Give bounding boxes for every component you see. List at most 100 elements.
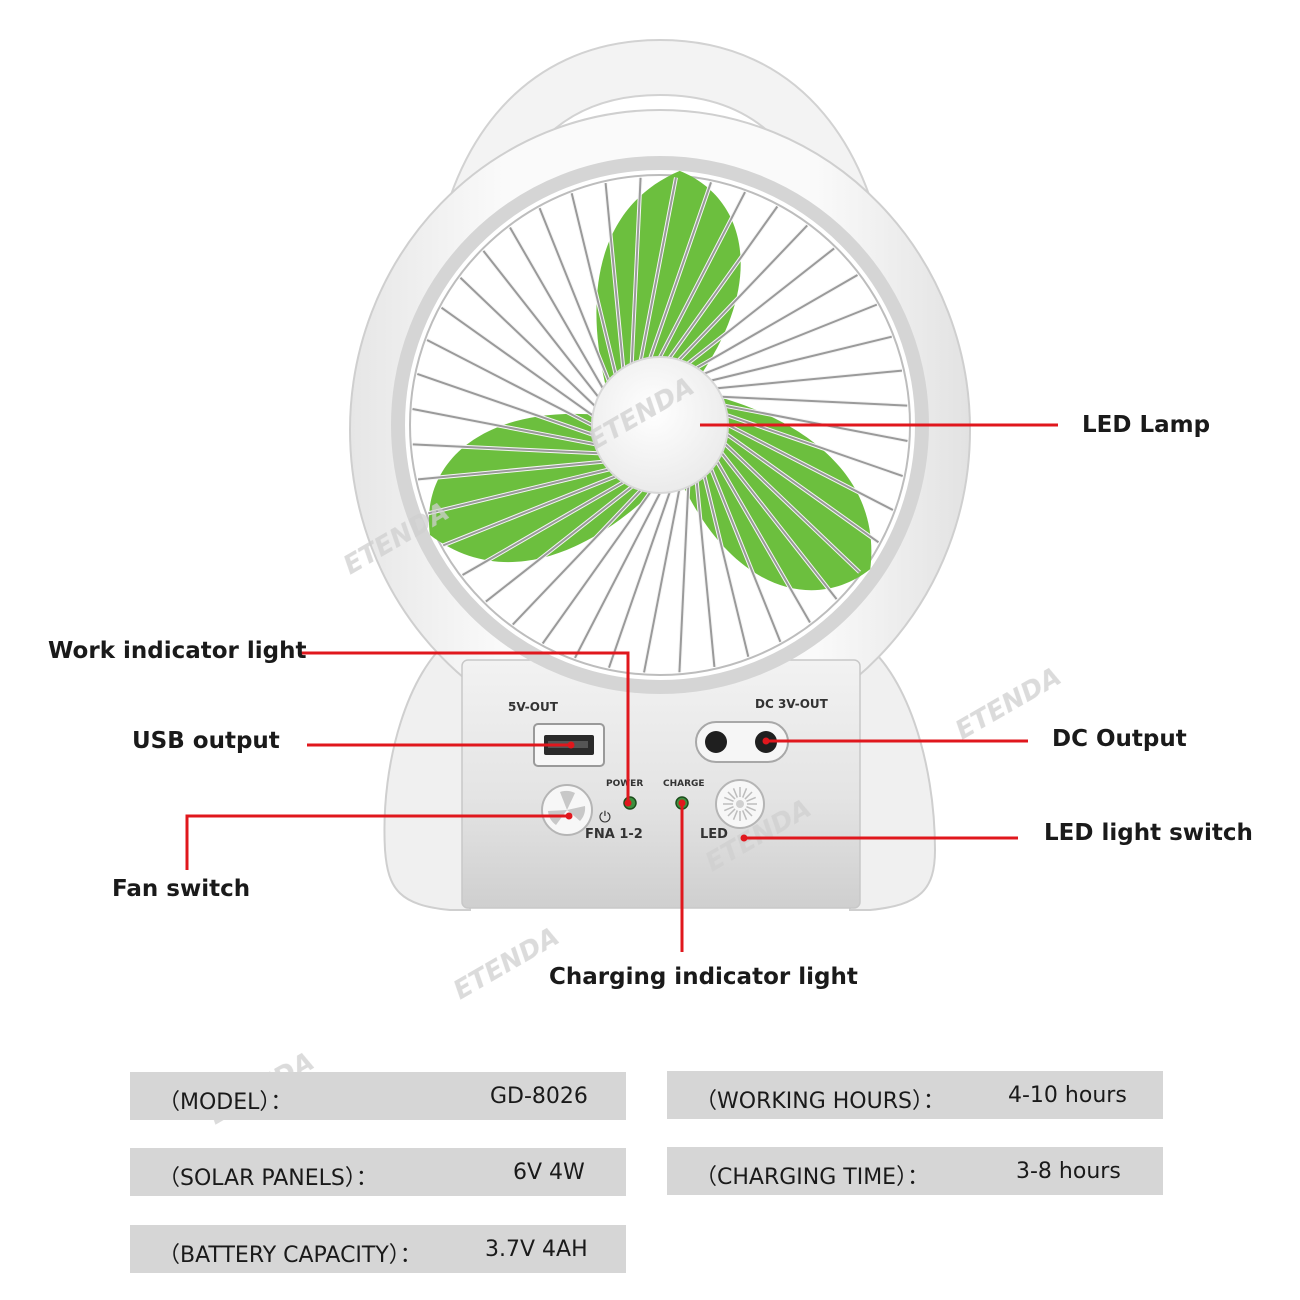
led-switch-ray	[746, 805, 756, 812]
spec-battery-capacity: （BATTERY CAPACITY）： 3.7V 4AH	[130, 1225, 626, 1273]
charge-label: CHARGE	[663, 779, 705, 789]
spec-model: （MODEL）： GD-8026	[130, 1072, 626, 1120]
spec-solar-panels: （SOLAR PANELS）： 6V 4W	[130, 1148, 626, 1196]
grille-spoke	[711, 335, 892, 382]
grille-spoke	[509, 227, 604, 389]
grille-spoke	[570, 193, 617, 374]
led-switch-label: LED	[700, 827, 728, 842]
led-switch-ray	[727, 791, 736, 800]
spec-battery-capacity-value: 3.7V 4AH	[485, 1237, 588, 1262]
led-switch-ray	[741, 788, 748, 798]
grille-spoke	[704, 303, 878, 375]
fan-grille	[412, 177, 908, 673]
callout-dc-output: DC Output	[1052, 726, 1187, 752]
spec-battery-capacity-key: （BATTERY CAPACITY）：	[158, 1243, 422, 1268]
spec-working-hours-value: 4-10 hours	[1008, 1083, 1127, 1108]
grille-spoke	[538, 207, 610, 381]
leader-dot-usb	[567, 741, 575, 749]
dc-port-label: DC 3V-OUT	[755, 697, 829, 711]
grille-spoke	[604, 182, 625, 368]
spec-model-key: （MODEL）：	[158, 1090, 293, 1115]
leader-dot-dc	[762, 737, 770, 745]
grille-spoke	[710, 469, 782, 643]
led-switch-ray	[744, 808, 753, 817]
grille-spoke	[725, 404, 908, 442]
grille-spoke	[659, 191, 746, 358]
fan-switch-label: FNA 1-2	[585, 827, 643, 842]
led-switch-knob[interactable]	[715, 779, 765, 829]
callout-led-lamp: LED Lamp	[1082, 412, 1211, 438]
led-switch-ray	[732, 788, 739, 798]
grille-spoke	[695, 482, 716, 668]
grille-spoke	[462, 481, 624, 576]
grille-spoke	[716, 461, 811, 623]
grille-spoke	[412, 443, 599, 455]
grille-spoke	[687, 247, 835, 364]
callout-work-indicator-light: Work indicator light	[48, 638, 307, 664]
leader-dot-work	[624, 799, 632, 807]
grille-spoke	[512, 489, 642, 626]
watermark-3: ETENDA	[951, 662, 1067, 746]
spec-working-hours: （WORKING HOURS）： 4-10 hours	[667, 1071, 1163, 1119]
led-switch-ray	[746, 796, 756, 803]
grille-spoke	[459, 277, 596, 407]
grille-spoke	[608, 491, 671, 669]
grille-spoke	[721, 452, 838, 600]
grille-spoke	[649, 181, 712, 359]
grille-spoke	[696, 274, 858, 369]
power-symbol-icon: ⏻	[599, 808, 611, 826]
callout-usb-output: USB output	[132, 728, 280, 754]
led-switch-ray	[724, 796, 734, 803]
grille-spoke	[678, 224, 808, 361]
grille-spoke	[412, 408, 595, 446]
grille-spoke	[703, 476, 750, 657]
spec-working-hours-key: （WORKING HOURS）：	[695, 1089, 945, 1114]
usb-port-label: 5V-OUT	[508, 700, 559, 714]
led-switch-ray	[744, 791, 753, 800]
spec-solar-panels-key: （SOLAR PANELS）：	[158, 1166, 378, 1191]
led-switch-ray	[732, 810, 739, 820]
spec-model-value: GD-8026	[490, 1084, 588, 1109]
power-label: POWER	[606, 779, 643, 789]
grille-spoke	[630, 177, 642, 364]
led-switch-ray	[727, 808, 736, 817]
watermark-5: ETENDA	[449, 922, 565, 1006]
grille-spoke	[727, 424, 894, 511]
grille-spoke	[724, 443, 861, 573]
grille-spoke	[442, 475, 616, 547]
grille-spoke	[668, 205, 779, 359]
grille-spoke	[485, 486, 633, 603]
spec-charging-time: （CHARGING TIME）： 3-8 hours	[667, 1147, 1163, 1195]
grille-spoke	[417, 460, 603, 481]
leader-fan-switch	[185, 814, 569, 870]
grille-spoke	[639, 177, 677, 360]
grille-spoke	[428, 468, 609, 515]
grille-spoke	[482, 250, 599, 398]
grille-spoke	[643, 490, 681, 673]
callout-charging-indicator-light: Charging indicator light	[549, 964, 858, 990]
grille-spoke	[416, 373, 594, 436]
grille-spoke	[717, 369, 903, 390]
grille-spoke	[440, 306, 594, 417]
leader-dot-fan	[565, 812, 573, 820]
grille-spoke	[678, 486, 690, 673]
leader-dot-led	[740, 834, 748, 842]
grille-spoke	[726, 433, 880, 544]
fan-foot-left	[383, 639, 471, 911]
grille-spoke	[574, 492, 661, 659]
led-switch-ray	[724, 805, 734, 812]
leader-dot-charge	[678, 799, 686, 807]
fan-switch-knob[interactable]	[541, 784, 593, 836]
callout-fan-switch: Fan switch	[112, 876, 251, 902]
led-switch-ray	[741, 810, 748, 820]
grille-spoke	[541, 491, 652, 645]
fan-foot-right	[849, 639, 937, 911]
grille-spoke	[426, 339, 593, 426]
dc-output-ports	[695, 721, 789, 763]
callout-led-light-switch: LED light switch	[1044, 820, 1253, 846]
spec-charging-time-value: 3-8 hours	[1016, 1159, 1121, 1184]
leader-work-indicator	[300, 651, 630, 803]
spec-solar-panels-value: 6V 4W	[513, 1160, 585, 1185]
spec-charging-time-key: （CHARGING TIME）：	[695, 1165, 930, 1190]
